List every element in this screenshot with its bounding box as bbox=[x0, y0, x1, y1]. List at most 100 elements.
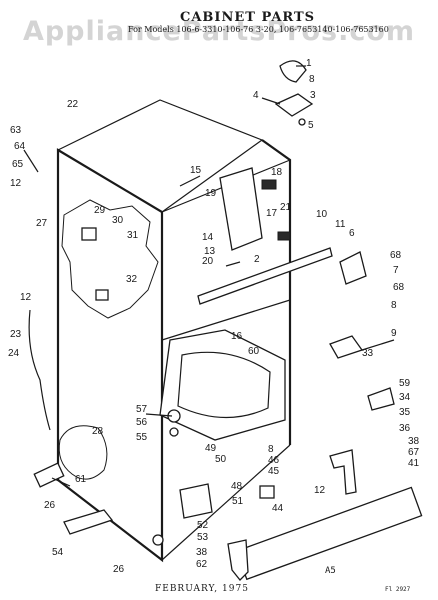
part-label-10: 10 bbox=[316, 209, 328, 220]
part-label-1: 1 bbox=[306, 58, 312, 69]
part-label-56: 56 bbox=[136, 417, 148, 428]
part-label-38: 38 bbox=[196, 547, 208, 558]
hinge-screw bbox=[298, 118, 306, 126]
part-label-60: 60 bbox=[248, 346, 260, 357]
cabinet-divider bbox=[161, 299, 291, 341]
part-label-54: 54 bbox=[52, 547, 64, 558]
cabinet-line-art bbox=[23, 60, 423, 581]
cabinet-bottom-edge bbox=[161, 444, 291, 561]
part-label-24: 24 bbox=[8, 348, 20, 359]
shelf-clip bbox=[95, 289, 109, 301]
part-label-26: 26 bbox=[113, 564, 125, 575]
part-label-33: 33 bbox=[362, 348, 374, 359]
drawing-code: Fl 2927 bbox=[385, 586, 411, 593]
base-spindle bbox=[152, 534, 164, 546]
part-label-26: 26 bbox=[44, 500, 56, 511]
part-label-48: 48 bbox=[231, 481, 243, 492]
rail-support bbox=[63, 509, 114, 535]
part-label-3: 3 bbox=[310, 90, 316, 101]
part-label-13: 13 bbox=[204, 246, 216, 257]
date-footer: FEBRUARY, 1975 bbox=[155, 584, 249, 594]
evaporator-bracket bbox=[81, 227, 97, 241]
part-label-8: 8 bbox=[268, 444, 274, 455]
part-label-30: 30 bbox=[112, 215, 124, 226]
part-label-62: 62 bbox=[196, 559, 208, 570]
part-label-68: 68 bbox=[393, 282, 405, 293]
part-label-65: 65 bbox=[12, 159, 24, 170]
part-label-19: 19 bbox=[205, 188, 217, 199]
part-label-18: 18 bbox=[271, 167, 283, 178]
part-label-9: 9 bbox=[391, 328, 397, 339]
part-label-11: 11 bbox=[335, 219, 346, 230]
center-hinge bbox=[339, 251, 367, 285]
part-label-46: 46 bbox=[268, 455, 280, 466]
grommet-lower bbox=[169, 427, 179, 437]
part-label-6: 6 bbox=[349, 228, 355, 239]
bottom-pan bbox=[159, 329, 286, 441]
part-label-23: 23 bbox=[10, 329, 22, 340]
part-label-17: 17 bbox=[266, 208, 278, 219]
leader-line bbox=[225, 261, 241, 267]
part-label-4: 4 bbox=[253, 90, 259, 101]
front-mount bbox=[179, 483, 213, 519]
door-handle-bracket bbox=[329, 335, 364, 359]
model-numbers: For Models 106-6-3310-106-76 3-20, 106-7… bbox=[128, 25, 389, 34]
part-label-15: 15 bbox=[190, 165, 202, 176]
part-label-16: 16 bbox=[231, 331, 243, 342]
leader-line bbox=[51, 477, 71, 487]
part-label-8: 8 bbox=[309, 74, 315, 85]
part-label-2: 2 bbox=[254, 254, 260, 265]
drain-tube bbox=[28, 309, 51, 431]
part-label-28: 28 bbox=[92, 426, 104, 437]
page-title: CABINET PARTS bbox=[180, 10, 316, 25]
part-label-31: 31 bbox=[127, 230, 139, 241]
top-hinge-cover bbox=[279, 60, 307, 83]
insulation-cutaway-lower bbox=[58, 425, 108, 480]
thermostat-switch bbox=[277, 231, 291, 241]
part-label-38: 38 bbox=[408, 436, 420, 447]
top-hinge bbox=[274, 93, 314, 117]
part-label-27: 27 bbox=[36, 218, 48, 229]
center-rail bbox=[197, 247, 333, 305]
part-label-55: 55 bbox=[136, 432, 148, 443]
part-label-14: 14 bbox=[202, 232, 214, 243]
leader-line bbox=[261, 97, 281, 105]
part-label-32: 32 bbox=[126, 274, 138, 285]
control-knob bbox=[261, 179, 277, 190]
leader-line bbox=[361, 339, 395, 351]
roller-assembly bbox=[33, 462, 65, 488]
part-label-29: 29 bbox=[94, 205, 106, 216]
part-label-50: 50 bbox=[215, 454, 227, 465]
part-label-53: 53 bbox=[197, 532, 209, 543]
part-label-35: 35 bbox=[399, 407, 411, 418]
part-label-20: 20 bbox=[202, 256, 214, 267]
part-label-7: 7 bbox=[393, 265, 399, 276]
part-label-51: 51 bbox=[232, 496, 244, 507]
spacer bbox=[259, 485, 275, 499]
pan-contour bbox=[177, 351, 271, 419]
part-label-59: 59 bbox=[399, 378, 411, 389]
part-label-12: 12 bbox=[314, 485, 326, 496]
watermark: AppliancePartsPros.com bbox=[22, 16, 416, 47]
part-label-22: 22 bbox=[67, 99, 79, 110]
part-label-52: 52 bbox=[197, 520, 209, 531]
part-label-12: 12 bbox=[20, 292, 32, 303]
part-label-5: 5 bbox=[308, 120, 314, 131]
part-label-36: 36 bbox=[399, 423, 411, 434]
part-label-57: 57 bbox=[136, 404, 148, 415]
leader-line bbox=[179, 175, 201, 187]
part-label-34: 34 bbox=[399, 392, 411, 403]
part-label-67: 67 bbox=[408, 447, 420, 458]
revision-mark: A5 bbox=[325, 566, 336, 576]
caster bbox=[227, 539, 249, 581]
leader-line bbox=[23, 149, 39, 173]
part-label-21: 21 bbox=[280, 202, 292, 213]
part-label-61: 61 bbox=[75, 474, 87, 485]
control-bracket bbox=[219, 167, 263, 251]
part-label-63: 63 bbox=[10, 125, 22, 136]
part-label-64: 64 bbox=[14, 141, 26, 152]
part-label-41: 41 bbox=[408, 458, 420, 469]
part-label-8: 8 bbox=[391, 300, 397, 311]
bottom-hinge bbox=[367, 387, 395, 411]
